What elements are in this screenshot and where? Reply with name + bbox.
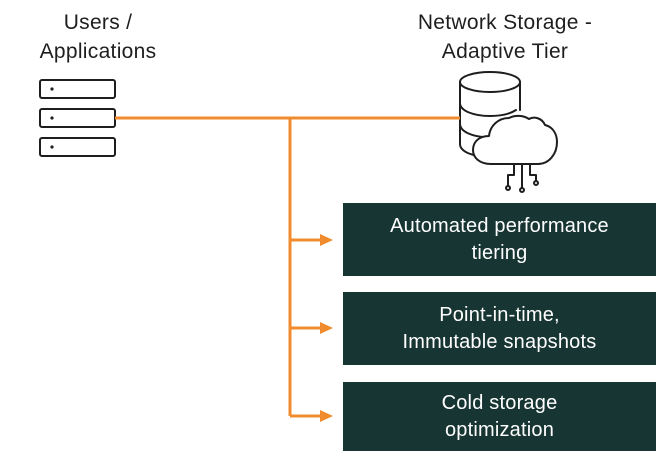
arrowhead-2 <box>320 410 333 422</box>
arrowhead-1 <box>320 322 333 334</box>
server-rack-icon <box>39 79 116 157</box>
feature-0-line-1: Automated performance <box>390 214 609 237</box>
feature-box-immutable-snapshots: Point-in-time, Immutable snapshots <box>343 292 656 365</box>
feature-box-cold-storage: Cold storage optimization <box>343 382 656 451</box>
users-applications-label: Users / Applications <box>0 8 196 66</box>
users-label-line-2: Applications <box>39 40 157 63</box>
storage-label-line-2: Adaptive Tier <box>441 40 569 63</box>
storage-label-line-1: Network Storage - <box>417 11 593 34</box>
users-label-line-1: Users / <box>63 11 133 34</box>
feature-1-line-1: Point-in-time, <box>439 303 560 326</box>
database-cloud-icon <box>459 71 558 193</box>
feature-2-line-2: optimization <box>444 418 555 441</box>
feature-1-line-2: Immutable snapshots <box>402 330 597 353</box>
feature-box-automated-tiering: Automated performance tiering <box>343 203 656 276</box>
feature-2-line-1: Cold storage <box>441 391 558 414</box>
network-storage-label: Network Storage - Adaptive Tier <box>385 8 625 66</box>
connector-lines <box>115 116 460 418</box>
feature-0-line-2: tiering <box>471 241 528 264</box>
arrowhead-0 <box>320 234 333 246</box>
